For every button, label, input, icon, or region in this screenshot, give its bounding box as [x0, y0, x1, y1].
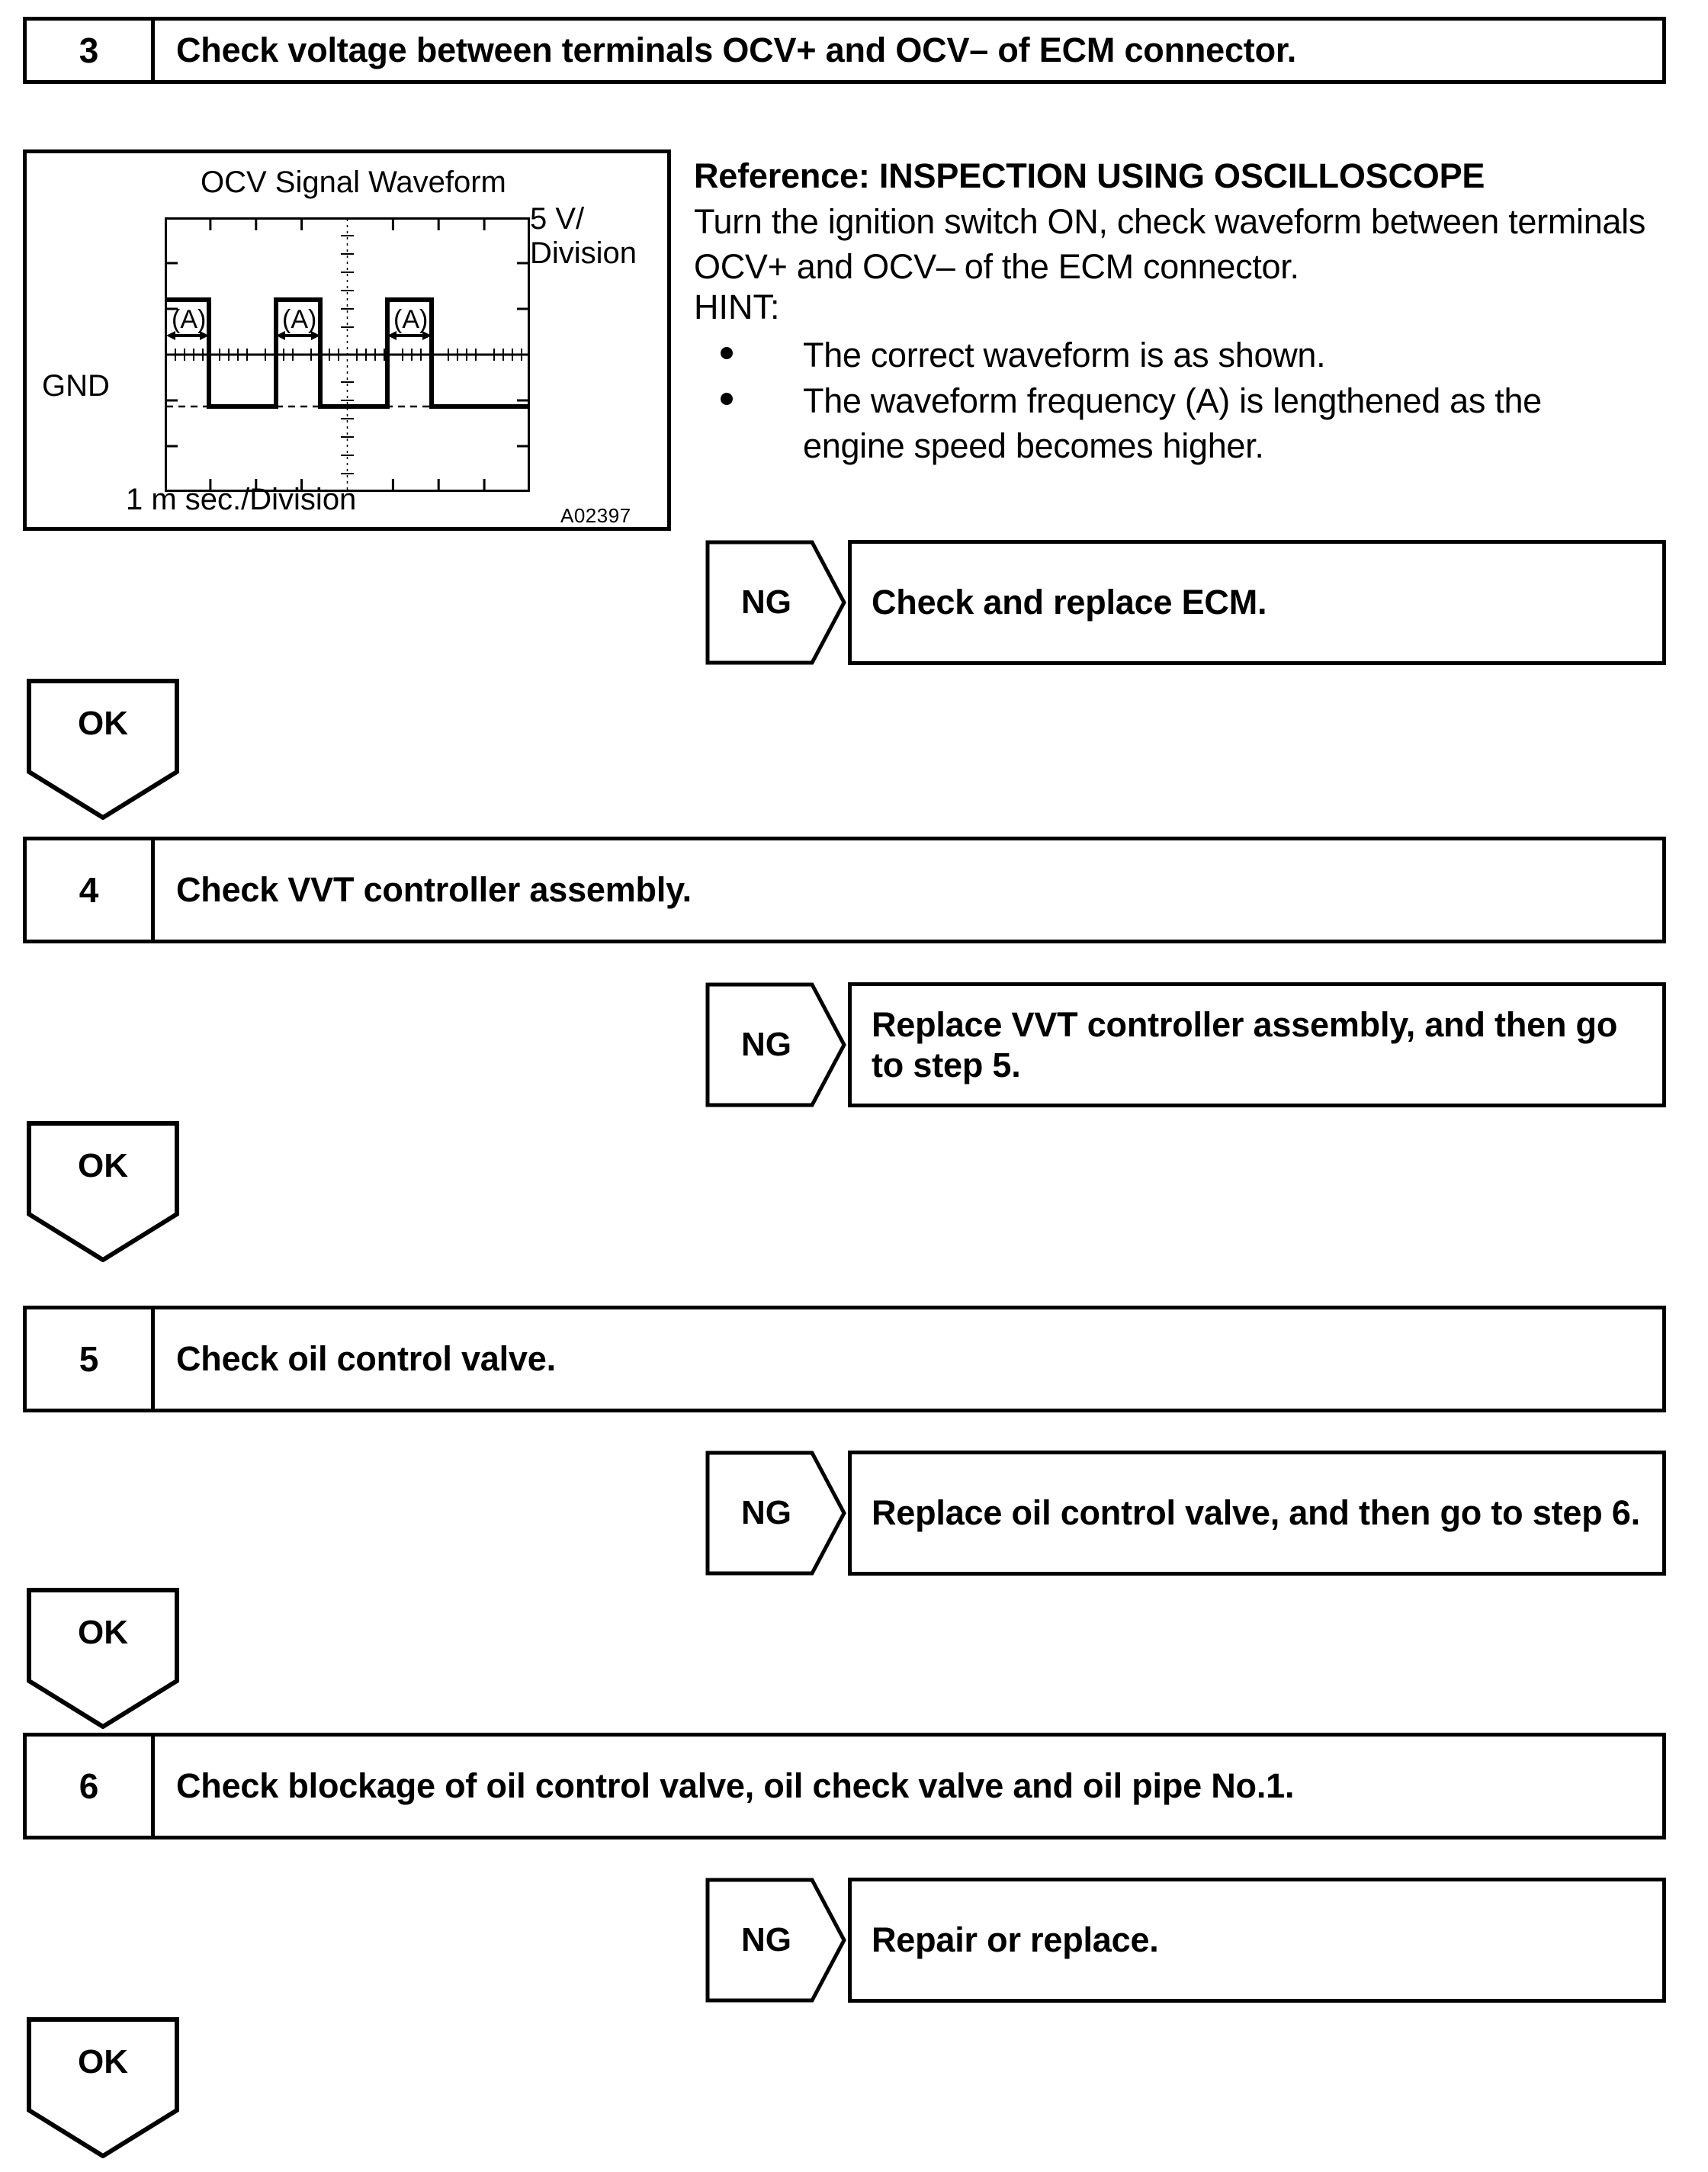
step-5-number: 5 — [27, 1309, 155, 1409]
pulse-label-1: (A) — [172, 305, 207, 334]
step-4-ng-label: NG — [741, 1026, 791, 1063]
bullet-icon — [721, 393, 733, 405]
step-3-ok-label: OK — [78, 705, 128, 742]
ground-label: GND — [42, 369, 110, 403]
step-6-box: 6 Check blockage of oil control valve, o… — [23, 1733, 1666, 1839]
hint-item-1-text: The correct waveform is as shown. — [803, 336, 1326, 374]
vertical-scale-label: 5 V/ Division — [530, 202, 637, 271]
step-5-ng-result-box: Replace oil control valve, and then go t… — [848, 1451, 1666, 1576]
step-6-title: Check blockage of oil control valve, oil… — [176, 1766, 1295, 1805]
step-6-ok-label: OK — [78, 2043, 128, 2080]
vertical-scale-line1: 5 V/ — [530, 202, 585, 236]
step-3-box: 3 Check voltage between terminals OCV+ a… — [23, 17, 1666, 84]
step-6-number: 6 — [27, 1737, 155, 1836]
step-3-number: 3 — [27, 21, 155, 80]
step-3-ng-label: NG — [741, 583, 791, 621]
step-4-box: 4 Check VVT controller assembly. — [23, 837, 1666, 943]
pulse-label-2: (A) — [282, 305, 317, 334]
hint-item-2-text: The waveform frequency (A) is lengthened… — [803, 381, 1542, 465]
step-5-ng-pentagon — [705, 1451, 846, 1576]
step-5-ng-label: NG — [741, 1494, 791, 1531]
step-3-ng-result-box: Check and replace ECM. — [848, 540, 1666, 665]
step-4-ok-shape — [27, 1121, 179, 1262]
hint-label: HINT: — [694, 288, 780, 326]
step-5-box: 5 Check oil control valve. — [23, 1306, 1666, 1412]
reference-heading: Reference: INSPECTION USING OSCILLOSCOPE — [694, 156, 1485, 195]
step-4-ng-pentagon — [705, 982, 846, 1107]
step-5-ok-shape — [27, 1588, 179, 1729]
step-4-ok-label: OK — [78, 1147, 128, 1184]
ocv-waveform-figure: OCV Signal Waveform 5 V/ Division GND 1 … — [23, 149, 671, 531]
time-scale-label: 1 m sec./Division — [126, 483, 357, 516]
figure-reference-code: A02397 — [560, 504, 631, 527]
step-3-title: Check voltage between terminals OCV+ and… — [176, 31, 1297, 69]
step-5-ok-label: OK — [78, 1614, 128, 1651]
step-5-title: Check oil control valve. — [176, 1339, 556, 1378]
step-6-ng-result-box: Repair or replace. — [848, 1878, 1666, 2003]
vertical-scale-line2: Division — [530, 236, 637, 270]
pulse-label-3: (A) — [393, 305, 429, 334]
reference-body: Turn the ignition switch ON, check wavef… — [694, 202, 1646, 286]
step-4-title: Check VVT controller assembly. — [176, 870, 692, 909]
step-6-ng-pentagon — [705, 1878, 846, 2003]
step-4-number: 4 — [27, 840, 155, 940]
figure-title: OCV Signal Waveform — [201, 165, 506, 199]
oscilloscope-trace — [165, 217, 530, 492]
step-6-ok-shape — [27, 2017, 179, 2158]
bullet-icon — [721, 347, 733, 359]
step-3-ok-shape — [27, 679, 179, 820]
step-3-ng-pentagon — [705, 540, 846, 665]
step-4-ng-result-box: Replace VVT controller assembly, and the… — [848, 982, 1666, 1107]
step-6-ng-label: NG — [741, 1921, 791, 1958]
